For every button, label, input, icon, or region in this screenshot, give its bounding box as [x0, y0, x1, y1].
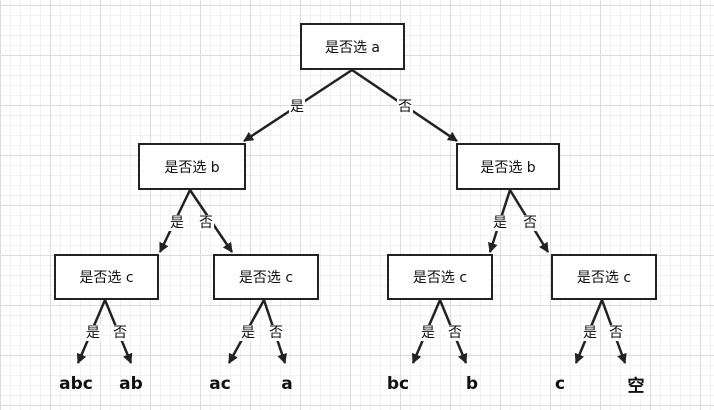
node-root: 是否选 a: [300, 23, 405, 70]
edge-label-no: 否: [198, 215, 214, 231]
node-c-4: 是否选 c: [551, 254, 657, 300]
edge-label-yes: 是: [420, 325, 436, 341]
edge-label-no: 否: [608, 325, 624, 341]
edge-label-yes: 是: [492, 215, 508, 231]
edge-label-no: 否: [268, 325, 284, 341]
edge-label-no: 否: [397, 99, 413, 115]
leaf-outcome: c: [554, 374, 566, 394]
leaf-outcome: ac: [209, 374, 231, 394]
edge-label-no: 否: [447, 325, 463, 341]
edge-label-yes: 是: [289, 99, 305, 115]
node-b-left: 是否选 b: [138, 143, 246, 190]
edge-label-no: 否: [522, 215, 538, 231]
leaf-outcome: b: [465, 374, 479, 394]
edge-label-no: 否: [112, 325, 128, 341]
node-c-1: 是否选 c: [54, 254, 159, 300]
node-b-right: 是否选 b: [456, 143, 560, 190]
edge-label-yes: 是: [85, 325, 101, 341]
leaf-outcome: abc: [59, 374, 93, 394]
node-c-3: 是否选 c: [387, 254, 493, 300]
leaf-outcome: bc: [386, 374, 410, 394]
leaf-outcome: 空: [627, 376, 645, 397]
leaf-outcome: a: [281, 374, 293, 394]
node-c-2: 是否选 c: [213, 254, 319, 300]
edge-label-yes: 是: [169, 215, 185, 231]
edge-label-yes: 是: [582, 325, 598, 341]
leaf-outcome: ab: [119, 374, 143, 394]
edge-label-yes: 是: [240, 325, 256, 341]
